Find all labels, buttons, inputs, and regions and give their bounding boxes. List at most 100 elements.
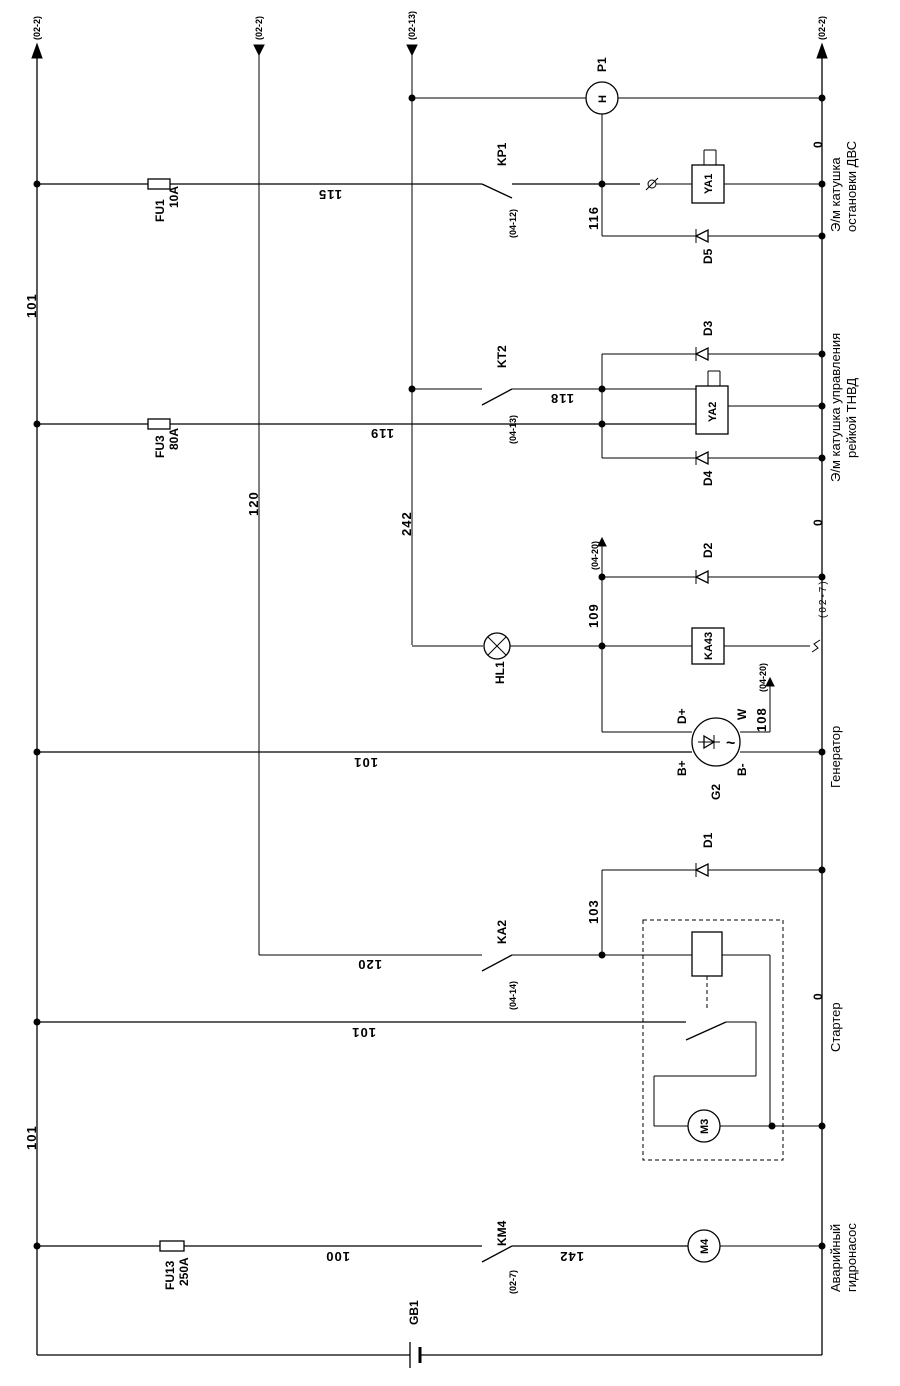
ref-KT2: (04-13) xyxy=(508,415,518,444)
junction-dot xyxy=(818,1242,826,1250)
label-D2: D2 xyxy=(701,542,715,558)
wire-label-116: 116 xyxy=(586,206,601,230)
label-G2-dplus: D+ xyxy=(675,708,689,724)
junction-dot xyxy=(818,1122,826,1130)
starter-enclosure xyxy=(642,919,784,1161)
label-KP1: KP1 xyxy=(495,142,509,166)
coil-YA2 xyxy=(695,385,729,435)
zero-marker: 0 xyxy=(811,141,825,148)
caption-pump-line1: Аварийный xyxy=(828,1224,843,1292)
junction-dot xyxy=(818,350,826,358)
label-HL1: HL1 xyxy=(493,661,507,684)
caption-ya1-line2: остановки ДВС xyxy=(844,141,859,232)
wire-label-101-starter: 101 xyxy=(351,1025,376,1040)
contact-KM4 xyxy=(481,1245,513,1263)
ref-108-top: (04-20) xyxy=(758,663,768,692)
junction-dot xyxy=(598,420,606,428)
wire-label-119: 119 xyxy=(370,426,394,441)
label-M3: M3 xyxy=(699,1119,711,1134)
wire-label-120-vertical: 120 xyxy=(246,491,261,516)
caption-ya2-line2: рейкой ТНВД xyxy=(844,378,859,458)
label-D1: D1 xyxy=(701,832,715,848)
diode-D3 xyxy=(694,346,709,362)
fuse-FU3 xyxy=(147,418,171,430)
label-M4: M4 xyxy=(699,1238,711,1254)
diode-D4 xyxy=(694,450,709,466)
junction-dot xyxy=(598,642,606,650)
label-KA2: KA2 xyxy=(495,920,509,944)
label-FU13-value: 250A xyxy=(177,1257,191,1286)
ref-KA2: (04-14) xyxy=(508,981,518,1010)
label-YA2: YA2 xyxy=(707,402,719,422)
label-FU1-value: 10A xyxy=(167,186,181,208)
label-KT2: KT2 xyxy=(495,345,509,368)
arrow-down-icon xyxy=(253,44,265,57)
junction-dot xyxy=(598,180,606,188)
label-G2-w: W xyxy=(735,708,749,720)
label-FU3: FU3 xyxy=(153,435,167,458)
label-FU3-value: 80A xyxy=(167,428,181,450)
arrow-up-icon xyxy=(31,42,43,59)
wire-label-101-top: 101 xyxy=(24,293,39,318)
wire-label-142: 142 xyxy=(559,1249,584,1264)
wire-label-242: 242 xyxy=(399,511,414,536)
diode-D2 xyxy=(694,569,709,585)
label-GB1: GB1 xyxy=(407,1300,421,1325)
wire-label-101-gen: 101 xyxy=(353,755,378,770)
label-G2: G2 xyxy=(709,784,723,800)
wire-label-101-bottom: 101 xyxy=(24,1125,39,1150)
caption-starter: Стартер xyxy=(828,1002,843,1052)
caption-ya1-line1: Э/м катушка xyxy=(828,157,843,232)
label-KM4: KM4 xyxy=(495,1220,509,1246)
break-icon xyxy=(811,639,821,653)
arrow-down-icon xyxy=(406,44,418,57)
label-G2-bplus: B+ xyxy=(675,760,689,776)
label-FU13: FU13 xyxy=(163,1260,177,1290)
arrow-up-icon xyxy=(597,536,607,547)
zero-marker: 0 xyxy=(811,519,825,526)
junction-dot xyxy=(33,180,41,188)
wire-label-103: 103 xyxy=(586,899,601,924)
junction-dot xyxy=(818,454,826,462)
wire-label-109: 109 xyxy=(586,603,601,628)
label-P1: P1 xyxy=(595,57,609,72)
starter-solenoid xyxy=(691,931,723,977)
label-G2-bminus: B- xyxy=(735,763,749,776)
junction-dot xyxy=(818,866,826,874)
P1-symbol: H xyxy=(597,95,609,103)
caption-ya2-line1: Э/м катушка управления xyxy=(828,333,843,482)
wire-label-100: 100 xyxy=(325,1249,350,1264)
starter-contact xyxy=(685,1021,727,1041)
lamp-cross xyxy=(487,636,507,656)
junction-dot xyxy=(598,573,606,581)
label-D3: D3 xyxy=(701,320,715,336)
diode-D1 xyxy=(694,862,709,878)
junction-dot xyxy=(818,573,826,581)
ref-right-top: (02-2) xyxy=(817,16,827,40)
contact-KA2 xyxy=(481,954,513,972)
wire-label-115: 115 xyxy=(318,187,342,202)
G2-symbol: ~ xyxy=(726,735,735,752)
junction-dot xyxy=(768,1122,776,1130)
junction-dot xyxy=(818,232,826,240)
junction-dot xyxy=(818,402,826,410)
label-FU1: FU1 xyxy=(153,199,167,222)
junction-dot xyxy=(818,748,826,756)
label-D5: D5 xyxy=(701,248,715,264)
junction-dot xyxy=(818,94,826,102)
relay-KA43 xyxy=(691,627,725,665)
label-D4: D4 xyxy=(701,470,715,486)
zero-marker: 0 xyxy=(811,993,825,1000)
junction-dot xyxy=(33,748,41,756)
contact-KT2 xyxy=(481,388,513,406)
contact-KP1 xyxy=(481,183,513,199)
junction-dot xyxy=(818,180,826,188)
junction-dot xyxy=(33,420,41,428)
wire-label-108: 108 xyxy=(754,707,769,732)
coil-YA1 xyxy=(691,164,725,204)
junction-dot xyxy=(598,951,606,959)
ref-120-top: (02-2) xyxy=(254,16,264,40)
junction-dot xyxy=(408,94,416,102)
junction-dot xyxy=(33,1018,41,1026)
